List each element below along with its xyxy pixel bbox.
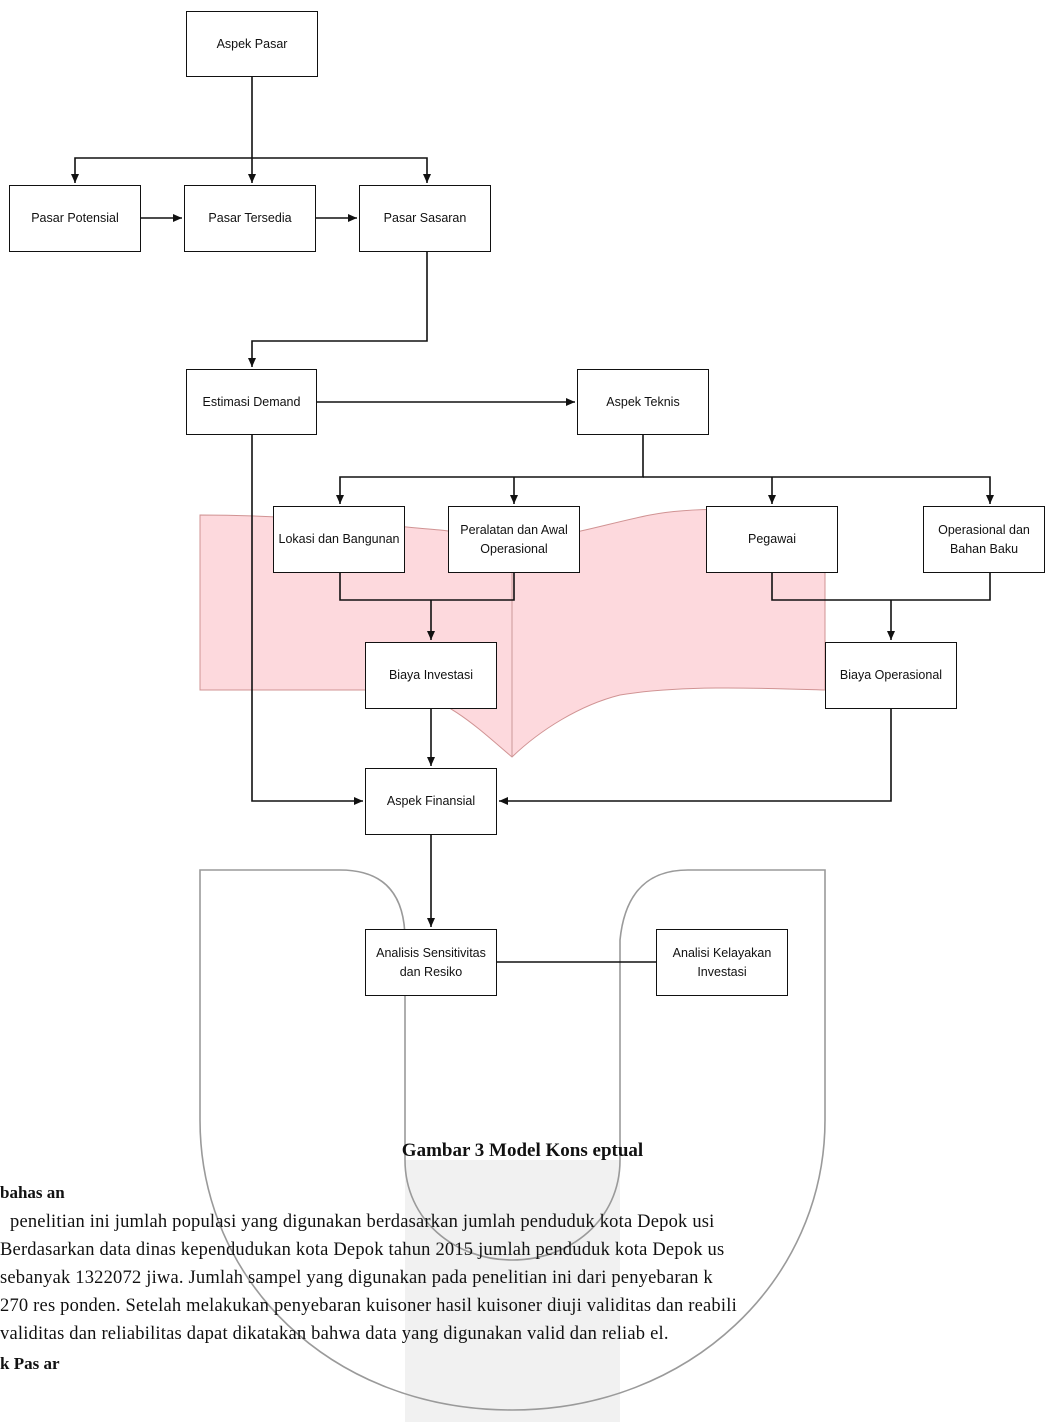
node-estimasi-demand: Estimasi Demand: [186, 369, 317, 435]
connector-sasaran-estimasi: [248, 252, 428, 367]
node-pasar-potensial: Pasar Potensial: [9, 185, 141, 252]
connector-teknis-split: [336, 435, 644, 504]
section-heading: bahas an: [0, 1183, 65, 1202]
node-biaya-investasi: Biaya Investasi: [365, 642, 497, 709]
watermark-u-outline: [199, 869, 826, 1411]
node-aspek-teknis: Aspek Teknis: [577, 369, 709, 435]
paragraph-line: Berdasarkan data dinas kependudukan kota…: [0, 1240, 725, 1260]
node-operasional-bahan: Operasional dan Bahan Baku: [923, 506, 1045, 573]
connector-to-potensial: [71, 157, 252, 183]
node-analisis-sensitivitas: Analisis Sensitivitas dan Resiko: [365, 929, 497, 996]
diagram-connectors: [71, 77, 994, 963]
node-pasar-sasaran: Pasar Sasaran: [359, 185, 491, 252]
connector-lokasi-merge: [339, 573, 515, 601]
node-aspek-finansial: Aspek Finansial: [365, 768, 497, 835]
connector-to-sasaran: [252, 157, 431, 183]
connector-pegawai-merge: [771, 573, 991, 601]
subsection-heading: k Pas ar: [0, 1354, 60, 1373]
paragraph-line: validitas dan reliabilitas dapat dikatak…: [0, 1324, 669, 1344]
connector-estimasi-finansial: [251, 435, 363, 805]
figure-caption: Gambar 3 Model Kons eptual: [401, 1140, 644, 1161]
node-analisi-kelayakan: Analisi Kelayakan Investasi: [656, 929, 788, 996]
connector-operasional-finansial: [499, 709, 892, 805]
connector-to-operasional: [643, 476, 994, 504]
node-aspek-pasar: Aspek Pasar: [186, 11, 318, 77]
node-peralatan: Peralatan dan Awal Operasional: [448, 506, 580, 573]
node-biaya-operasional: Biaya Operasional: [825, 642, 957, 709]
watermark-grey-band: [405, 1160, 620, 1422]
node-pegawai: Pegawai: [706, 506, 838, 573]
paragraph-line: penelitian ini jumlah populasi yang digu…: [10, 1212, 715, 1232]
node-lokasi-bangunan: Lokasi dan Bangunan: [273, 506, 405, 573]
node-pasar-tersedia: Pasar Tersedia: [184, 185, 316, 252]
paragraph-line: sebanyak 1322072 jiwa. Jumlah sampel yan…: [0, 1268, 713, 1288]
paragraph-line: 270 res ponden. Setelah melakukan penyeb…: [0, 1296, 737, 1316]
